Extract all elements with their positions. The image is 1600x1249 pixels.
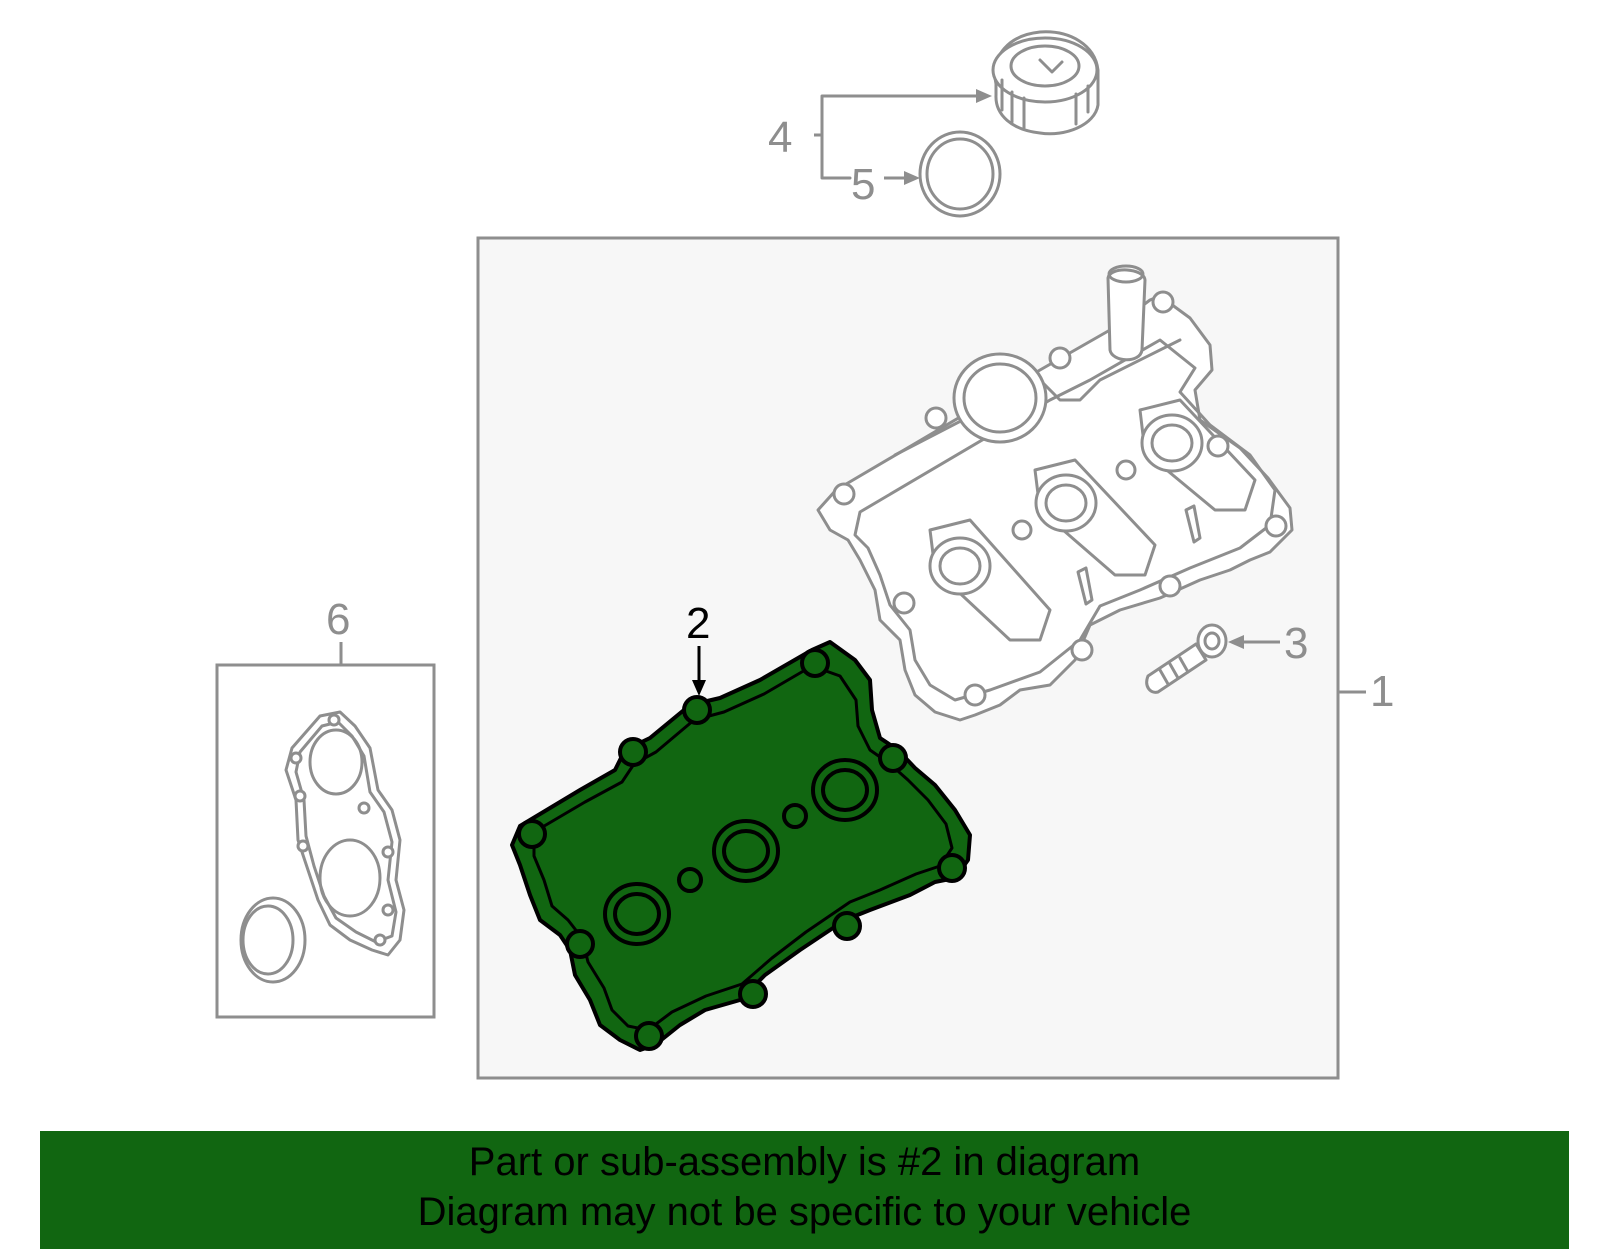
- callout-5: 5: [851, 160, 875, 209]
- callout-2: 2: [686, 599, 710, 648]
- timing-cover: [284, 710, 406, 957]
- callout-4-5-leaders: [814, 89, 992, 185]
- timing-cover-seal: [239, 896, 307, 984]
- info-banner: Part or sub-assembly is #2 in diagram Di…: [40, 1131, 1569, 1249]
- gasket-bolt-holes: [517, 648, 967, 1051]
- coil-well-1: [928, 518, 1052, 642]
- valve-cover: [816, 264, 1294, 722]
- coil-well-2: [1033, 458, 1157, 577]
- callout-6: 6: [326, 595, 350, 644]
- coil-well-3: [1138, 398, 1257, 512]
- banner-line-2: Diagram may not be specific to your vehi…: [417, 1190, 1192, 1234]
- banner-line-1: Part or sub-assembly is #2 in diagram: [468, 1140, 1141, 1184]
- callout-1: 1: [1370, 667, 1394, 716]
- cover-bolt-bosses: [832, 290, 1288, 707]
- cover-bolt: [1145, 623, 1228, 694]
- callout-4: 4: [768, 113, 792, 162]
- callout-3: 3: [1284, 619, 1308, 668]
- gasket-tube-seals: [603, 758, 879, 946]
- valve-cover-gasket: [510, 640, 972, 1052]
- oil-filler-cap: [991, 30, 1100, 136]
- cap-seal-ring: [918, 130, 1002, 218]
